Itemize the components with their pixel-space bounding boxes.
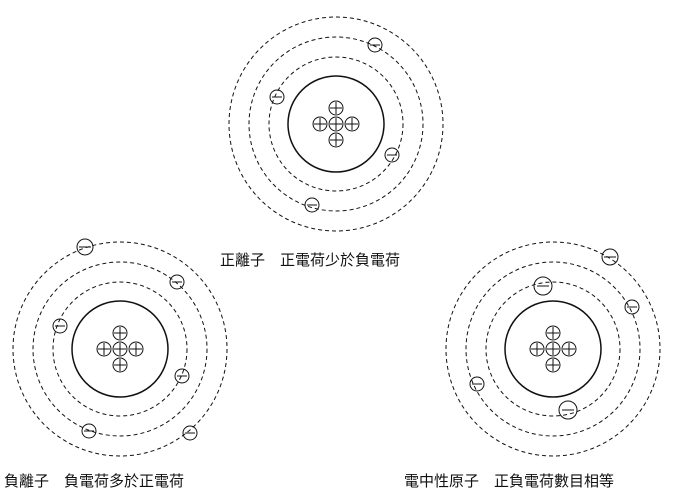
proton xyxy=(312,116,328,132)
proton xyxy=(328,100,344,116)
proton xyxy=(112,325,128,341)
electron xyxy=(533,276,553,296)
proton xyxy=(545,357,561,373)
electron xyxy=(174,368,190,384)
orbit-middle xyxy=(248,36,424,212)
electron xyxy=(81,423,97,439)
proton xyxy=(561,341,577,357)
orbit-inner xyxy=(52,281,188,417)
electron xyxy=(384,147,400,163)
proton xyxy=(328,132,344,148)
proton xyxy=(112,341,128,357)
orbit-outer xyxy=(228,16,444,232)
electron xyxy=(367,37,383,53)
proton xyxy=(344,116,360,132)
orbit-middle xyxy=(465,261,641,437)
orbit-outer xyxy=(12,241,228,457)
orbit-inner xyxy=(485,281,621,417)
positive-ion-caption: 正離子 正電荷少於負電荷 xyxy=(220,251,400,269)
nucleus xyxy=(287,75,385,173)
electron xyxy=(269,89,285,105)
neutral-atom-caption: 電中性原子 正負電荷數目相等 xyxy=(404,472,614,490)
proton xyxy=(328,116,344,132)
neutral-atom xyxy=(445,241,661,457)
orbit-outer xyxy=(445,241,661,457)
proton xyxy=(529,341,545,357)
electron xyxy=(169,274,185,290)
negative-ion-atom xyxy=(12,238,228,457)
electron xyxy=(76,238,94,256)
proton xyxy=(128,341,144,357)
negative-ion-caption: 負離子 負電荷多於正電荷 xyxy=(4,472,184,490)
nucleus xyxy=(504,300,602,398)
proton xyxy=(96,341,112,357)
proton xyxy=(545,341,561,357)
electron xyxy=(558,400,578,420)
electron xyxy=(182,425,198,441)
orbit-middle xyxy=(32,261,208,437)
orbit-inner xyxy=(268,56,404,192)
nucleus xyxy=(71,300,169,398)
electron xyxy=(469,376,485,392)
positive-ion-atom xyxy=(228,16,444,232)
electron xyxy=(52,318,68,334)
proton xyxy=(545,325,561,341)
proton xyxy=(112,357,128,373)
electron xyxy=(601,248,619,266)
electron xyxy=(304,197,320,213)
electron xyxy=(624,299,640,315)
